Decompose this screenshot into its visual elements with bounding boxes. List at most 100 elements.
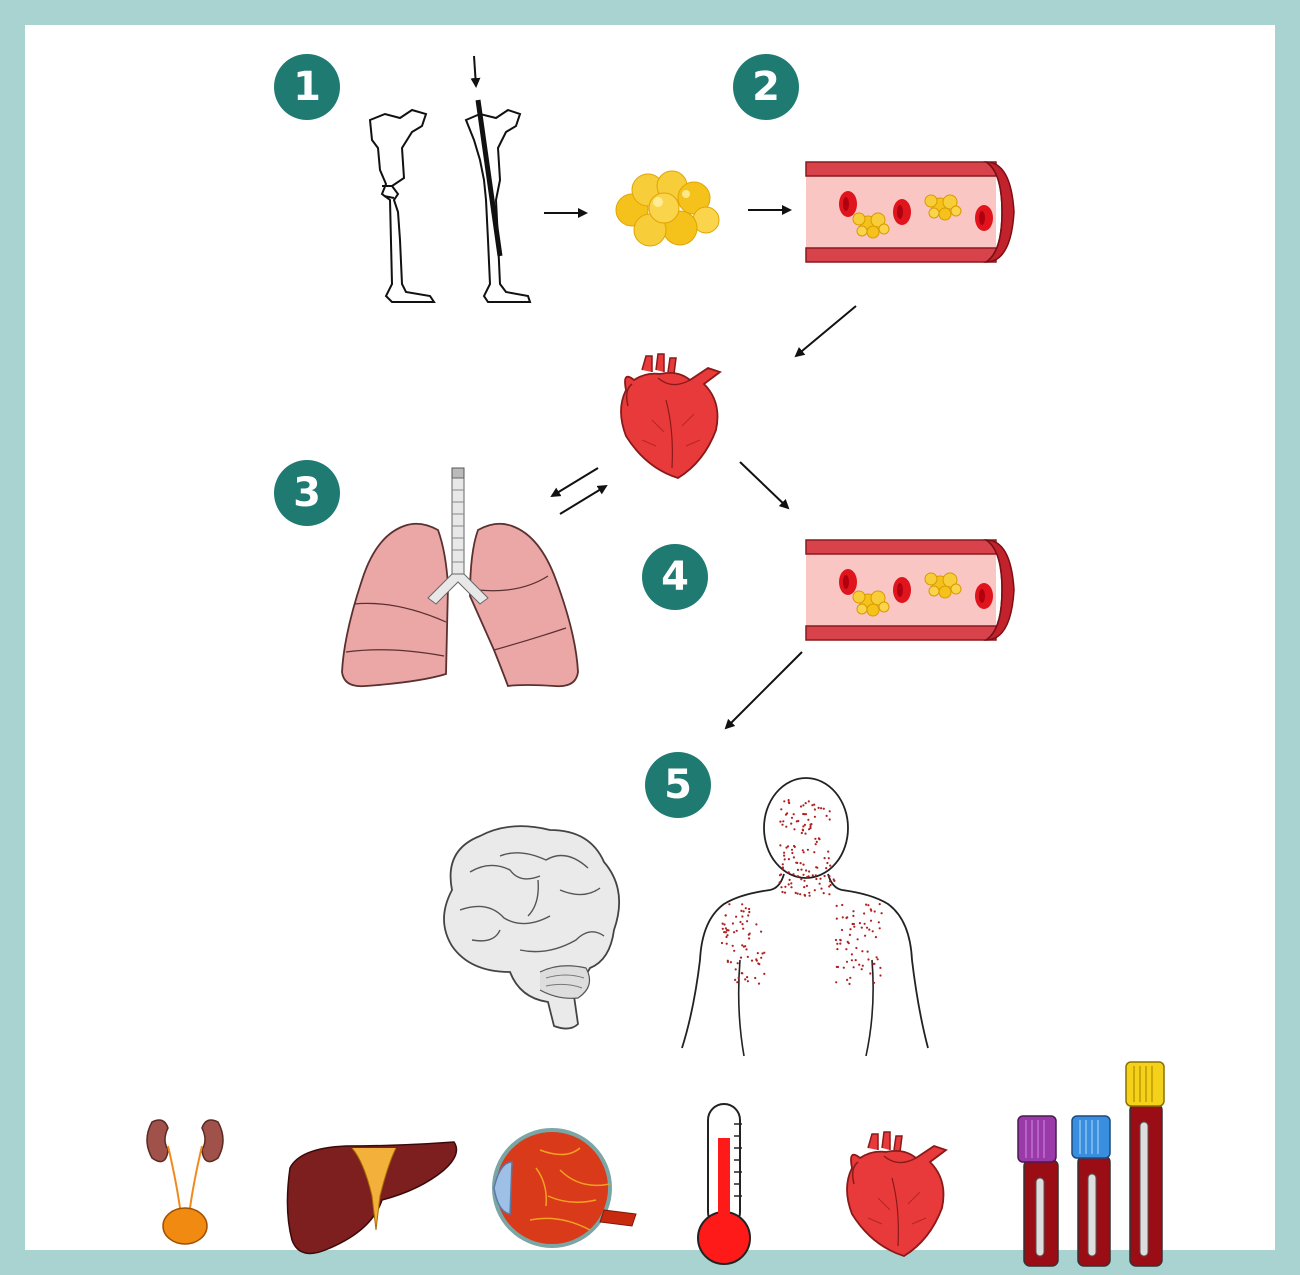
petechia-dot xyxy=(845,948,847,950)
arrow-heart-to-lungs xyxy=(552,468,598,496)
petechia-dot xyxy=(851,953,853,955)
petechia-dot xyxy=(781,824,783,826)
arrow-vessel-to-organs xyxy=(726,652,802,728)
petechia-dot xyxy=(815,843,817,845)
petechia-dot xyxy=(833,878,835,880)
petechia-dot xyxy=(789,879,791,881)
petechia-dot xyxy=(877,958,879,960)
petechia-dot xyxy=(814,816,816,818)
petechia-dot xyxy=(755,958,757,960)
petechia-dot xyxy=(790,886,792,888)
petechia-dot xyxy=(806,876,808,878)
brain-icon xyxy=(444,826,619,1028)
petechia-dot xyxy=(814,808,816,810)
petechia-dot xyxy=(738,977,740,979)
petechia-dot xyxy=(802,804,804,806)
petechia-dot xyxy=(725,936,727,938)
petechia-dot xyxy=(809,895,811,897)
petechia-dot xyxy=(782,820,784,822)
petechia-dot xyxy=(879,967,881,969)
bone-fracture-icon xyxy=(370,110,434,302)
petechia-dot xyxy=(779,821,781,823)
petechia-dot xyxy=(803,813,805,815)
thermometer-icon xyxy=(698,1104,750,1264)
petechia-dot xyxy=(797,869,799,871)
petechia-dot xyxy=(873,982,875,984)
petechia-dot xyxy=(805,869,807,871)
petechia-dot xyxy=(749,933,751,935)
petechia-dot xyxy=(828,885,830,887)
petechia-dot xyxy=(863,912,865,914)
petechia-dot xyxy=(725,927,727,929)
petechia-dot xyxy=(755,923,757,925)
petechia-dot xyxy=(852,923,854,925)
petechia-dot xyxy=(797,893,799,895)
petechia-dot xyxy=(746,976,748,978)
petechia-dot xyxy=(800,862,802,864)
petechia-dot xyxy=(747,980,749,982)
petechia-dot xyxy=(782,863,784,865)
petechia-dot xyxy=(796,820,798,822)
petechia-dot xyxy=(788,858,790,860)
fat-globule-icon xyxy=(616,171,719,246)
petechia-dot xyxy=(857,938,859,940)
petechia-dot xyxy=(735,968,737,970)
petechia-dot xyxy=(849,928,851,930)
petechia-dot xyxy=(741,915,743,917)
petechia-dot xyxy=(784,892,786,894)
petechia-dot xyxy=(841,929,843,931)
petechia-dot xyxy=(741,923,743,925)
petechia-dot xyxy=(837,966,839,968)
petechia-dot xyxy=(792,873,794,875)
petechia-dot xyxy=(745,907,747,909)
petechia-dot xyxy=(783,852,785,854)
petechia-dot xyxy=(748,908,750,910)
petechia-dot xyxy=(740,957,742,959)
petechia-dot xyxy=(868,929,870,931)
petechia-dot xyxy=(827,851,829,853)
petechia-dot xyxy=(793,856,795,858)
petechia-dot xyxy=(760,931,762,933)
petechia-dot xyxy=(865,904,867,906)
petechia-dot xyxy=(786,812,788,814)
petechia-dot xyxy=(812,874,814,876)
petechia-dot xyxy=(810,823,812,825)
petechia-dot xyxy=(829,880,831,882)
petechia-dot xyxy=(815,874,817,876)
petechia-dot xyxy=(760,957,762,959)
lungs-icon xyxy=(342,468,578,686)
petechia-dot xyxy=(747,956,749,958)
petechia-dot xyxy=(736,930,738,932)
blood-vessel-icon xyxy=(806,540,1014,640)
petechia-dot xyxy=(829,818,831,820)
petechia-dot xyxy=(829,865,831,867)
petechia-dot xyxy=(790,823,792,825)
eye-icon xyxy=(494,1130,636,1246)
petechia-dot xyxy=(875,936,877,938)
petechia-dot xyxy=(862,965,864,967)
petechia-dot xyxy=(754,977,756,979)
petechia-dot xyxy=(855,959,857,961)
petechia-dot xyxy=(852,910,854,912)
petechia-dot xyxy=(727,960,729,962)
petechia-dot xyxy=(779,844,781,846)
petechia-dot xyxy=(722,928,724,930)
petechia-dot xyxy=(819,878,821,880)
petechia-dot xyxy=(851,959,853,961)
petechia-dot xyxy=(806,885,808,887)
petechia-dot xyxy=(741,972,743,974)
petechia-dot xyxy=(800,805,802,807)
petechia-dot xyxy=(824,875,826,877)
petechia-dot xyxy=(721,942,723,944)
petechia-dot xyxy=(741,903,743,905)
petechia-dot xyxy=(808,892,810,894)
petechia-dot xyxy=(866,927,868,929)
petechia-dot xyxy=(734,979,736,981)
blood-tube-icon xyxy=(1018,1062,1164,1266)
petechia-dot xyxy=(782,868,784,870)
nailed-bone-icon xyxy=(466,56,530,302)
petechia-dot xyxy=(849,934,851,936)
petechia-dot xyxy=(758,983,760,985)
petechia-dot xyxy=(795,892,797,894)
